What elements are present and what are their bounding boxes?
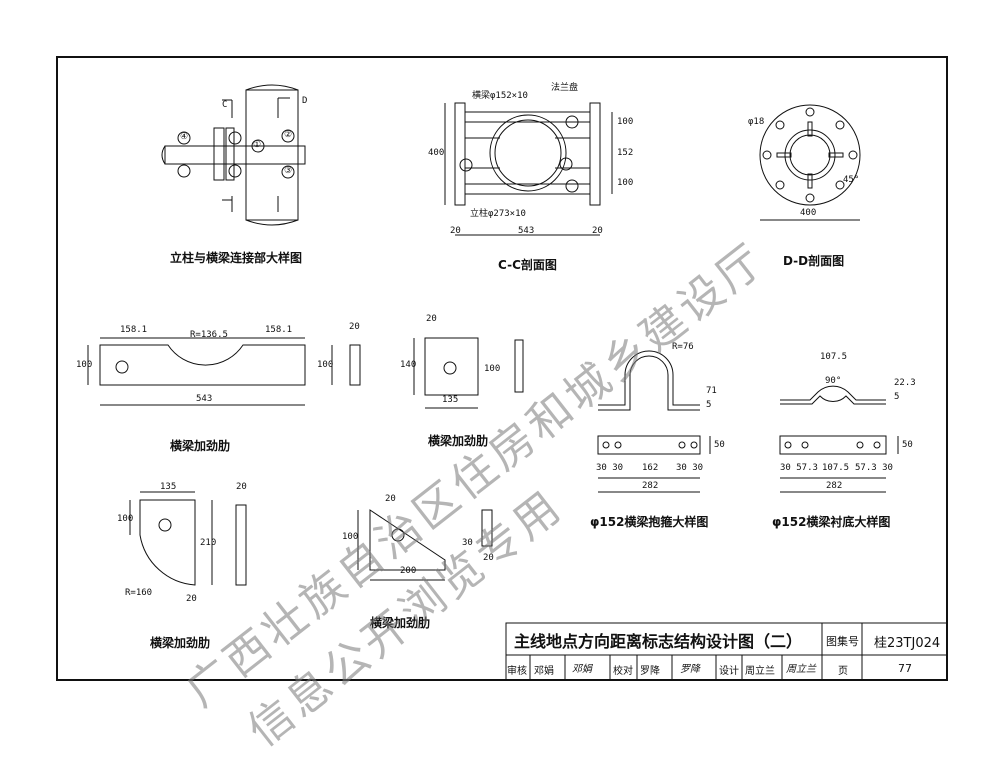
hoop-dim-282: 282: [642, 481, 659, 491]
liner-dim-row2: 57.3 30: [855, 463, 893, 473]
rib2-dim-100: 100: [484, 364, 501, 374]
dd-dim-45: 45°: [843, 175, 860, 185]
atlas-label: 图集号: [826, 635, 859, 648]
rib3-drawing: [129, 491, 247, 586]
rib1-dim-158a: 158.1: [120, 325, 148, 335]
cc-dim-152: 152: [617, 148, 634, 158]
design-signature: 周立兰: [786, 664, 816, 675]
hoop-dim-r: R=76: [672, 342, 694, 352]
rib3-dim-135: 135: [160, 482, 177, 492]
section-marker-c: C: [222, 100, 228, 110]
review-label: 审核: [507, 666, 527, 677]
liner-dim-90: 90°: [825, 376, 842, 386]
rib2-title: 横梁加劲肋: [428, 434, 489, 448]
rib4-title: 横梁加劲肋: [370, 616, 431, 630]
check-label: 校对: [613, 666, 633, 677]
dd-section: [759, 104, 861, 221]
rib1-dim-543: 543: [196, 394, 213, 404]
drawing-sheet: 立柱与横梁连接部大样图 C-C剖面图 D-D剖面图 横梁加劲肋 横梁加劲肋 横梁…: [56, 56, 948, 757]
liner-dim-282: 282: [826, 481, 843, 491]
rib4-dim-20b: 20: [483, 553, 494, 563]
beam-callout: 横梁φ152×10: [472, 91, 528, 101]
section-marker-d: D: [302, 96, 308, 106]
hoop-drawing: [597, 350, 711, 493]
bolt-callout: φ18: [748, 117, 765, 127]
liner-title: φ152横梁衬底大样图: [772, 515, 891, 529]
hoop-dim-71: 71: [706, 386, 717, 396]
cc-dim-100a: 100: [617, 117, 634, 127]
liner-dim-50: 50: [902, 440, 913, 450]
check-name: 罗降: [640, 666, 660, 677]
cc-dim-20a: 20: [450, 226, 461, 236]
rib4-dim-20: 20: [385, 494, 396, 504]
hoop-dim-30a: 30 30: [596, 463, 624, 473]
rib1-drawing: [87, 337, 361, 406]
cc-dim-543: 543: [518, 226, 535, 236]
rib2-dim-20: 20: [426, 314, 437, 324]
dd-dim-400: 400: [800, 208, 817, 218]
cc-section-title: C-C剖面图: [498, 258, 557, 272]
hoop-dim-5: 5: [706, 400, 712, 410]
rib3-dim-20b: 20: [186, 594, 197, 604]
liner-dim-row: 30 57.3: [780, 463, 818, 473]
rib3-dim-210: 210: [200, 538, 217, 548]
flange-callout: 法兰盘: [551, 83, 579, 93]
hoop-title: φ152横梁抱箍大样图: [590, 515, 709, 529]
cc-dim-20b: 20: [592, 226, 603, 236]
rib3-dim-20: 20: [236, 482, 247, 492]
check-signature: 罗降: [680, 664, 700, 675]
rib1-dim-100b: 100: [317, 360, 334, 370]
liner-dim-223: 22.3: [894, 378, 916, 388]
rib4-dim-200: 200: [400, 566, 417, 576]
design-label: 设计: [719, 666, 739, 677]
page-number: 77: [898, 662, 912, 675]
liner-drawing: [779, 385, 899, 493]
joint-detail: [161, 84, 306, 226]
title-block-title: 主线地点方向距离标志结构设计图（二）: [514, 632, 803, 651]
column-callout: 立柱φ273×10: [470, 209, 526, 219]
rib2-drawing: [413, 337, 524, 409]
atlas-number: 桂23TJ024: [874, 636, 941, 651]
rib3-title: 横梁加劲肋: [150, 636, 211, 650]
part-marker-2: ②: [284, 130, 293, 140]
cc-section: [444, 102, 613, 236]
drawing-canvas: [56, 56, 948, 681]
liner-dim-1075b: 107.5: [822, 463, 850, 473]
rib3-dim-100: 100: [117, 514, 134, 524]
rib1-dim-158b: 158.1: [265, 325, 293, 335]
hoop-dim-162: 162: [642, 463, 659, 473]
review-signature: 邓娟: [572, 664, 592, 675]
sheet-border: [56, 56, 948, 681]
design-name: 周立兰: [745, 666, 775, 677]
rib1-dim-r: R=136.5: [190, 330, 228, 340]
review-name: 邓娟: [534, 666, 554, 677]
hoop-dim-30b: 30 30: [676, 463, 704, 473]
rib1-dim-100: 100: [76, 360, 93, 370]
rib1-title: 横梁加劲肋: [170, 439, 231, 453]
part-marker-1: ①: [253, 140, 262, 150]
liner-dim-1075: 107.5: [820, 352, 848, 362]
rib2-dim-140: 140: [400, 360, 417, 370]
title-block-frame: [505, 622, 948, 681]
cc-dim-100b: 100: [617, 178, 634, 188]
rib3-dim-r: R=160: [125, 588, 153, 598]
page-label: 页: [838, 666, 848, 677]
joint-detail-title: 立柱与横梁连接部大样图: [170, 251, 303, 265]
rib4-dim-100: 100: [342, 532, 359, 542]
part-marker-4: ④: [180, 132, 189, 142]
rib4-drawing: [357, 509, 493, 581]
dd-section-title: D-D剖面图: [783, 254, 845, 268]
rib4-dim-30: 30: [462, 538, 473, 548]
rib2-dim-135: 135: [442, 395, 459, 405]
hoop-dim-50: 50: [714, 440, 725, 450]
part-marker-3: ③: [284, 166, 293, 176]
rib1-dim-20: 20: [349, 322, 360, 332]
cc-dim-400: 400: [428, 148, 445, 158]
liner-dim-5: 5: [894, 392, 900, 402]
